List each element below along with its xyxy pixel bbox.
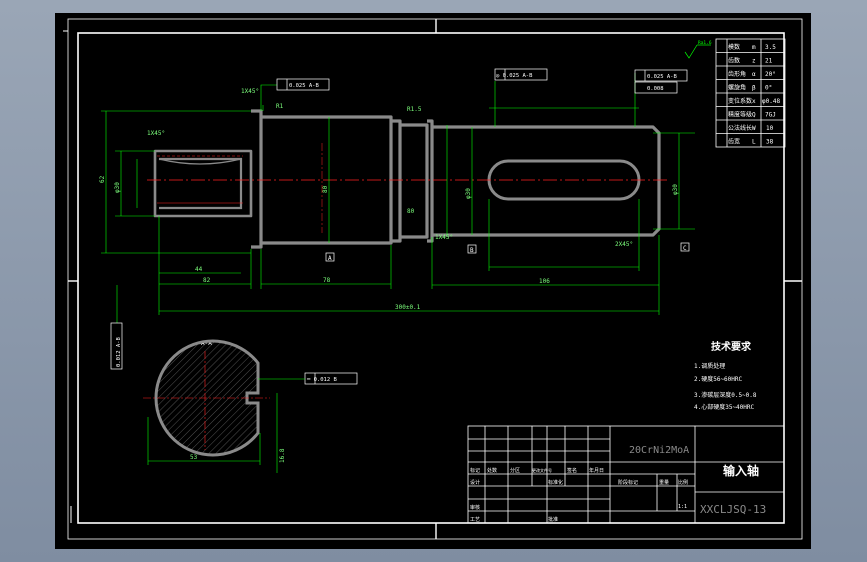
tb-process: 工艺	[470, 517, 480, 523]
dim-chamfer-left: 1X45°	[147, 130, 165, 137]
param-symbol: W	[752, 125, 756, 132]
param-symbol: β	[752, 85, 756, 92]
section-view[interactable]: A-A 53 16.8	[143, 339, 305, 473]
tb-weight: 重量	[659, 479, 669, 486]
param-name: 齿宽	[728, 138, 740, 146]
section-width: 53	[190, 454, 198, 461]
drawing-svg: 模数 m 3.5 齿数 z 21 齿形角 α 20° 螺旋角 β 0° 变位系数…	[63, 18, 803, 540]
tb-scale-value: 1:1	[678, 504, 687, 510]
keyway-depth: 16.8	[279, 448, 286, 463]
tech-item: 4.心部硬度35~40HRC	[694, 403, 755, 411]
roughness-symbol	[684, 44, 698, 59]
tb-standardize: 标准化	[548, 479, 563, 486]
dim-chamfer-right: 2X45°	[615, 241, 633, 248]
datum-labels: A B C	[328, 245, 687, 262]
param-value: φ0.48	[762, 98, 780, 105]
dim-collar-length: 82	[203, 277, 211, 284]
datum-markers	[325, 242, 690, 262]
tb-col: 处数	[487, 467, 497, 474]
tech-item: 2.硬度56~60HRC	[694, 375, 743, 383]
dim-journal-dia: φ30	[465, 188, 472, 199]
roughness-label: Ra1.6	[698, 40, 712, 46]
tb-design: 设计	[470, 479, 480, 486]
dim-right-length: 106	[539, 278, 550, 285]
tol-frame: 0.025 A-B	[289, 83, 319, 89]
dim-bore-length: 44	[195, 266, 203, 273]
param-value: 20°	[765, 71, 776, 78]
param-symbol: z	[752, 58, 756, 65]
param-name: 螺旋角	[728, 84, 746, 92]
tb-col: 分区	[510, 467, 520, 474]
title-block	[467, 425, 785, 524]
dim-total-length: 300±0.1	[395, 304, 421, 311]
title-block-text: 20CrNi2MoA 输入轴 XXCLJSQ-13 标记 处数 分区 更改文件号…	[470, 445, 766, 523]
shaft-outline[interactable]	[153, 109, 661, 249]
tb-review: 审核	[470, 504, 480, 511]
tb-stage: 阶段标记	[618, 479, 638, 486]
drawing-frame	[63, 18, 803, 540]
tech-title: 技术要求	[711, 340, 752, 353]
param-name: 齿数	[728, 57, 740, 65]
tech-item: 3.渗碳层深度0.5~0.8	[694, 391, 757, 399]
param-symbol: Q	[752, 112, 756, 119]
tb-col: 年月日	[589, 467, 604, 474]
dim-overall-dia: 62	[99, 175, 106, 183]
param-name: 齿形角	[728, 70, 746, 78]
dim-bore-dia: φ30	[114, 182, 121, 193]
outer-border	[67, 18, 803, 540]
inner-border	[77, 32, 785, 524]
tb-scale: 比例	[678, 479, 688, 486]
gear-parameter-text: 模数 m 3.5 齿数 z 21 齿形角 α 20° 螺旋角 β 0° 变位系数…	[728, 43, 780, 146]
tol-frame: 0.025 A-B	[647, 74, 677, 80]
left-bore	[158, 157, 243, 210]
param-name: 公法线长	[728, 124, 752, 132]
param-symbol: L	[752, 139, 756, 146]
param-symbol: x	[752, 98, 756, 105]
datum-b: B	[470, 247, 474, 254]
dim-radius-1: R1	[276, 103, 284, 110]
dim-chamfer-top: 1X45°	[241, 88, 259, 95]
param-value: 10	[766, 125, 774, 132]
tol-frame: 0.008	[647, 86, 664, 92]
dim-end-dia: φ30	[672, 184, 679, 195]
dim-radius-15: R1.5	[407, 106, 422, 113]
param-value: 0°	[765, 85, 772, 92]
dim-body-length: 78	[323, 277, 331, 284]
tolerance-labels: 0.025 A-B ◎ 0.025 A-B 0.025 A-B 0.008 0.…	[116, 73, 677, 383]
tb-col: 更改文件号	[532, 467, 552, 473]
param-name: 精度等级	[728, 111, 752, 119]
part-name: 输入轴	[723, 463, 759, 478]
tol-frame: ═ 0.012 B	[306, 377, 337, 383]
param-value: 7GJ	[765, 112, 776, 119]
param-name: 模数	[728, 43, 740, 51]
tol-frame: 0.012 A-B	[116, 337, 122, 367]
dimension-labels: 62 φ30 80 φ30 φ30 44 82 78 106 300±0.1 8…	[99, 88, 679, 311]
param-value: 3.5	[765, 44, 776, 51]
param-symbol: m	[752, 44, 756, 51]
dim-groove: 80	[407, 208, 415, 215]
tb-col: 签名	[567, 467, 577, 474]
datum-c: C	[683, 245, 687, 252]
gear-parameter-table	[715, 38, 786, 148]
param-value: 21	[765, 58, 773, 65]
tol-frame: ◎ 0.025 A-B	[496, 73, 533, 79]
param-name: 变位系数	[728, 97, 752, 105]
dim-chamfer-mid: 1X45°	[435, 234, 453, 241]
datum-a: A	[328, 255, 332, 262]
dimension-lines	[101, 73, 695, 323]
drawing-number: XXCLJSQ-13	[700, 503, 766, 516]
tb-approve: 批准	[548, 516, 558, 523]
param-value: 38	[766, 139, 774, 146]
tolerance-frames	[110, 68, 688, 385]
material: 20CrNi2MoA	[629, 445, 689, 456]
section-outline	[154, 339, 260, 457]
drawing-canvas[interactable]: 模数 m 3.5 齿数 z 21 齿形角 α 20° 螺旋角 β 0° 变位系数…	[55, 13, 811, 549]
dim-body-dia: 80	[322, 185, 329, 193]
tech-item: 1.调质处理	[694, 362, 725, 370]
tech-requirements: 技术要求 1.调质处理 2.硬度56~60HRC 3.渗碳层深度0.5~0.8 …	[694, 340, 757, 411]
param-symbol: α	[752, 71, 756, 78]
tb-col: 标记	[470, 467, 480, 474]
